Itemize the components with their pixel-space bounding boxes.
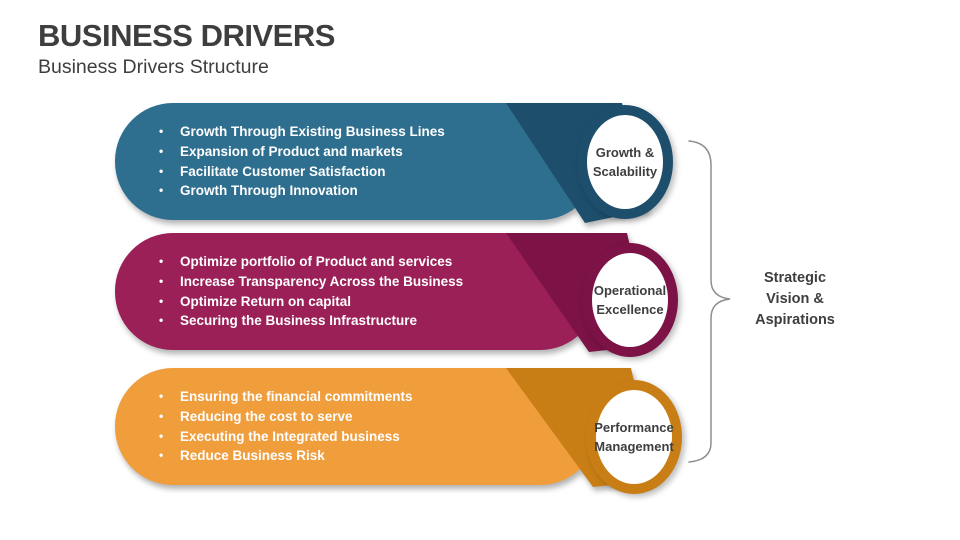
row-2-bullets: Optimize portfolio of Product and servic… [115,233,565,350]
bullet-item: Expansion of Product and markets [159,142,565,162]
bullet-item: Ensuring the financial commitments [159,387,565,407]
row-3-circle-label: Performance Management [594,420,674,454]
bullet-item: Growth Through Existing Business Lines [159,122,565,142]
bullet-item: Reduce Business Risk [159,446,565,466]
row-3-circle [586,380,682,494]
slide-title: BUSINESS DRIVERS [38,18,335,53]
row-1-bullets: Growth Through Existing Business Lines E… [115,103,565,220]
bullet-item: Growth Through Innovation [159,181,565,201]
bullet-item: Reducing the cost to serve [159,407,565,427]
row-2-circle-label: Operational Excellence [593,283,667,317]
bullet-item: Facilitate Customer Satisfaction [159,162,565,182]
slide-subtitle: Business Drivers Structure [38,56,269,78]
brace [688,140,731,463]
bullet-item: Executing the Integrated business [159,427,565,447]
bullet-item: Optimize Return on capital [159,292,565,312]
row-1-circle [577,105,673,219]
row-2-circle [582,243,678,357]
bullet-item: Increase Transparency Across the Busines… [159,272,565,292]
bullet-item: Optimize portfolio of Product and servic… [159,252,565,272]
row-1-circle-label: Growth & Scalability [592,145,658,179]
bullet-item: Securing the Business Infrastructure [159,311,565,331]
aggregate-label: Strategic Vision & Aspirations [755,270,835,328]
row-3-bullets: Ensuring the financial commitments Reduc… [115,368,565,485]
